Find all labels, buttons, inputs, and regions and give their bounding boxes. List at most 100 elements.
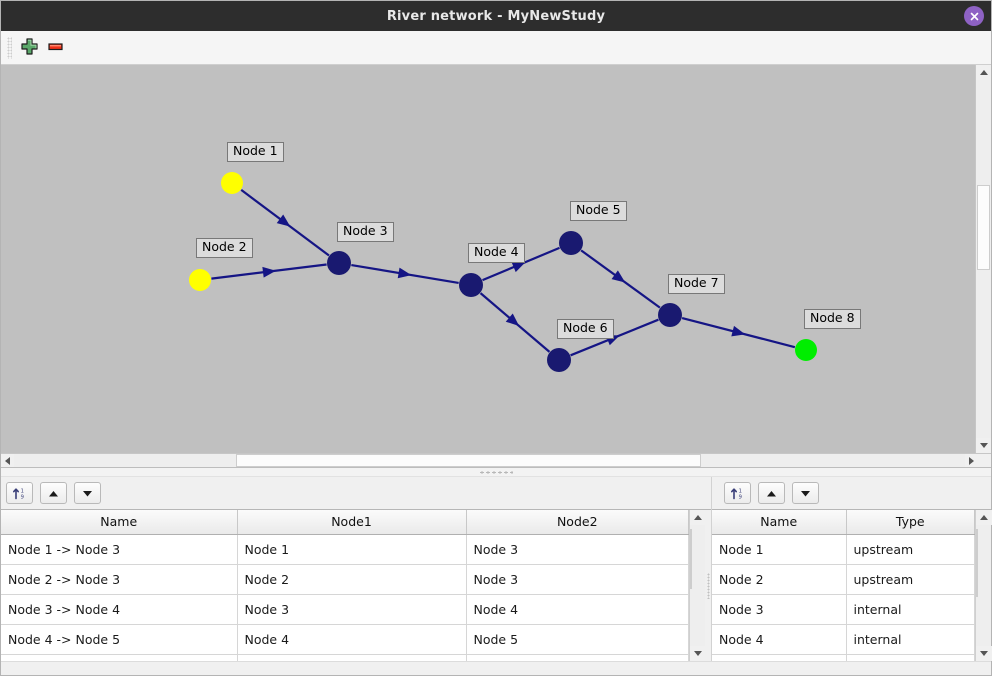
- table-cell[interactable]: Node 3: [237, 594, 467, 625]
- scroll-down-icon[interactable]: [690, 646, 706, 661]
- remove-node-button[interactable]: [42, 35, 68, 61]
- edge-arrowhead: [397, 267, 412, 279]
- table-cell[interactable]: Node 3 -> Node 4: [1, 594, 238, 625]
- node-label[interactable]: Node 8: [804, 309, 861, 329]
- node-label[interactable]: Node 3: [337, 222, 394, 242]
- branch-move-down-button[interactable]: [74, 482, 101, 504]
- table-cell[interactable]: Node 3: [466, 564, 689, 595]
- graph-node[interactable]: [559, 231, 583, 255]
- node-move-up-button[interactable]: [758, 482, 785, 504]
- node-label[interactable]: Node 6: [557, 319, 614, 339]
- table-cell[interactable]: Node 4: [712, 624, 847, 655]
- column-header[interactable]: Node2: [466, 510, 689, 535]
- scroll-up-icon[interactable]: [976, 510, 992, 525]
- table-cell[interactable]: Node 1 -> Node 3: [1, 534, 238, 565]
- branch-sort-button[interactable]: 1 9: [6, 482, 33, 504]
- table-row-partial: [1, 654, 689, 661]
- table-cell[interactable]: Node 2: [237, 564, 467, 595]
- window-title: River network - MyNewStudy: [386, 8, 606, 24]
- node-vscroll-track[interactable]: [976, 525, 991, 646]
- table-cell[interactable]: Node 4: [466, 594, 689, 625]
- scroll-left-icon[interactable]: [1, 454, 14, 467]
- graph-node[interactable]: [327, 251, 351, 275]
- scroll-up-icon[interactable]: [976, 65, 991, 80]
- scroll-down-icon[interactable]: [976, 646, 992, 661]
- table-cell: [712, 654, 847, 661]
- svg-text:9: 9: [739, 494, 742, 500]
- table-cell[interactable]: Node 3: [466, 534, 689, 565]
- toolbar-grip[interactable]: [7, 36, 12, 59]
- table-cell[interactable]: Node 5: [466, 624, 689, 655]
- node-move-down-button[interactable]: [792, 482, 819, 504]
- edge-arrowhead: [276, 214, 291, 227]
- minus-icon: [47, 38, 64, 58]
- graph-hscroll-thumb[interactable]: [236, 454, 701, 467]
- scroll-down-icon[interactable]: [976, 438, 991, 453]
- add-node-button[interactable]: [16, 35, 42, 61]
- table-cell[interactable]: internal: [846, 594, 975, 625]
- graph-node[interactable]: [547, 348, 571, 372]
- column-header[interactable]: Name: [712, 510, 847, 535]
- graph-node[interactable]: [189, 269, 211, 291]
- graph-node[interactable]: [795, 339, 817, 361]
- network-canvas[interactable]: Node 1 Node 2 Node 3 Node 4 Node 5 Node 6 Node…: [1, 65, 975, 453]
- network-graph-pane: Node 1 Node 2 Node 3 Node 4 Node 5 Node 6 Node…: [1, 65, 991, 467]
- node-label[interactable]: Node 1: [227, 142, 284, 162]
- graph-vscroll-thumb[interactable]: [977, 185, 990, 270]
- table-cell[interactable]: internal: [846, 624, 975, 655]
- column-header[interactable]: Type: [846, 510, 975, 535]
- graph-vertical-scrollbar[interactable]: [975, 65, 991, 453]
- table-cell[interactable]: upstream: [846, 534, 975, 565]
- branch-move-up-button[interactable]: [40, 482, 67, 504]
- table-cell[interactable]: Node 1: [237, 534, 467, 565]
- table-cell[interactable]: upstream: [846, 564, 975, 595]
- graph-hscroll-track[interactable]: [14, 454, 965, 467]
- scroll-up-icon[interactable]: [690, 510, 706, 525]
- node-label[interactable]: Node 4: [468, 243, 525, 263]
- close-icon[interactable]: [964, 6, 984, 26]
- graph-vscroll-track[interactable]: [976, 80, 991, 438]
- table-cell[interactable]: Node 2 -> Node 3: [1, 564, 238, 595]
- branch-vscroll-track[interactable]: [690, 525, 705, 646]
- table-cell[interactable]: Node 3: [712, 594, 847, 625]
- triangle-up-icon: [765, 487, 778, 500]
- graph-node[interactable]: [658, 303, 682, 327]
- network-graph-svg: [189, 172, 817, 372]
- branch-vscroll-thumb[interactable]: [690, 529, 692, 589]
- branch-vertical-scrollbar[interactable]: [689, 510, 706, 661]
- horizontal-splitter[interactable]: [1, 467, 991, 477]
- node-sort-button[interactable]: 1 9: [724, 482, 751, 504]
- scroll-right-icon[interactable]: [965, 454, 978, 467]
- panel-grip[interactable]: [705, 510, 711, 661]
- node-vertical-scrollbar[interactable]: [975, 510, 992, 661]
- column-header[interactable]: Node1: [237, 510, 467, 535]
- graph-node[interactable]: [459, 273, 483, 297]
- table-cell[interactable]: Node 2: [712, 564, 847, 595]
- graph-node[interactable]: [221, 172, 243, 194]
- table-cell[interactable]: Node 1: [712, 534, 847, 565]
- node-label[interactable]: Node 2: [196, 238, 253, 258]
- node-vscroll-thumb[interactable]: [976, 529, 978, 597]
- table-cell[interactable]: Node 4 -> Node 5: [1, 624, 238, 655]
- graph-horizontal-scrollbar[interactable]: [1, 453, 991, 467]
- node-label[interactable]: Node 5: [570, 201, 627, 221]
- plus-icon: [20, 37, 38, 58]
- svg-text:1: 1: [739, 488, 742, 494]
- column-header[interactable]: Name: [1, 510, 238, 535]
- node-label[interactable]: Node 7: [668, 274, 725, 294]
- table-cell[interactable]: Node 4: [237, 624, 467, 655]
- edge-group: [211, 189, 796, 357]
- table-cell: [466, 654, 689, 661]
